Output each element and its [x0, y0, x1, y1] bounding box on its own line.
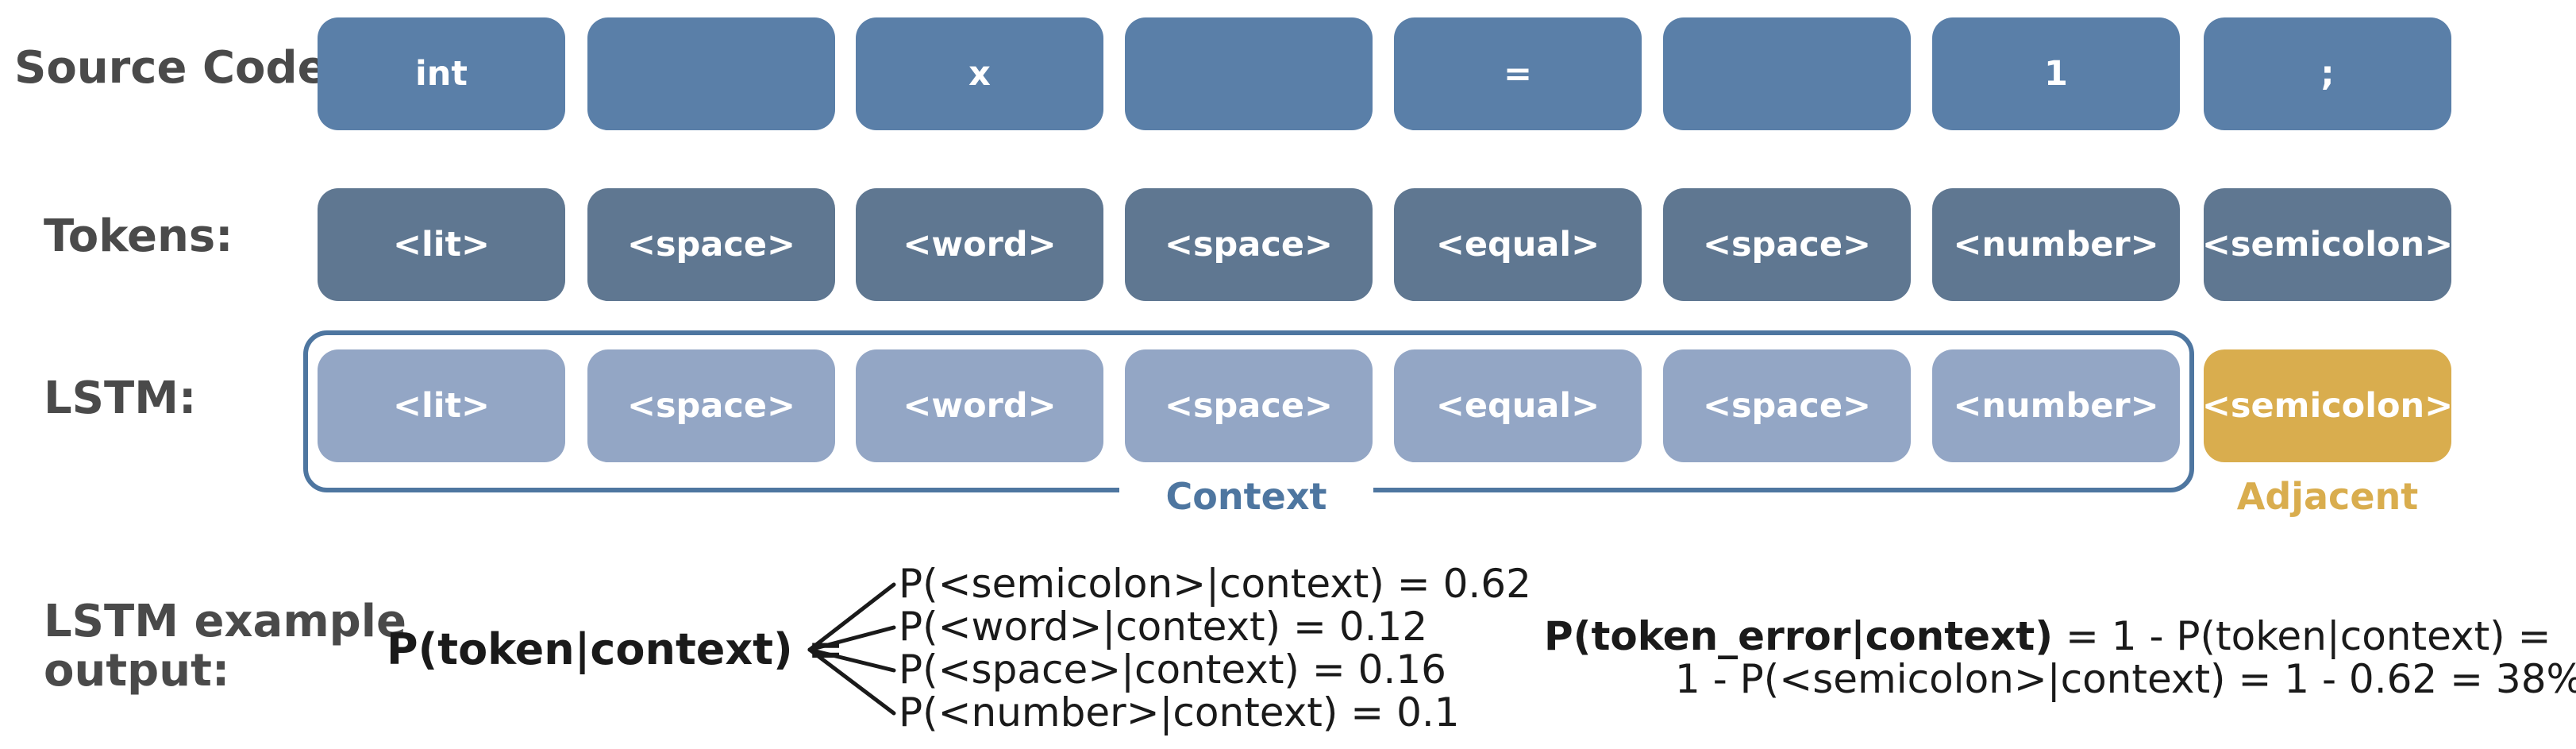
- token-box: <space>: [587, 188, 835, 301]
- token-box: <equal>: [1394, 188, 1642, 301]
- lstm-context-box: <lit>: [318, 349, 565, 462]
- context-caption: Context: [1165, 475, 1327, 518]
- probability-item: P(<semicolon>|context) = 0.62: [899, 561, 1531, 607]
- lstm-context-box: <equal>: [1394, 349, 1642, 462]
- source-token-box: ;: [2204, 17, 2451, 130]
- lstm-context-box: <word>: [856, 349, 1103, 462]
- lstm-context-box: <space>: [587, 349, 835, 462]
- lstm-context-box: <number>: [1932, 349, 2180, 462]
- fan-line-3: [807, 647, 896, 673]
- context-frame-gap: [1119, 477, 1373, 508]
- source-token-box: [587, 17, 835, 130]
- lstm-context-box: <space>: [1125, 349, 1373, 462]
- lstm-context-box: <space>: [1663, 349, 1911, 462]
- source-token-box: [1125, 17, 1373, 130]
- source-token-box: 1: [1932, 17, 2180, 130]
- token-box: <space>: [1663, 188, 1911, 301]
- adjacent-caption: Adjacent: [2236, 475, 2419, 518]
- tokens-label: Tokens:: [44, 210, 233, 262]
- fan-line-1: [807, 582, 896, 652]
- example-output-label-line1: LSTM example: [44, 596, 406, 647]
- probability-item: P(<number>|context) = 0.1: [899, 689, 1460, 735]
- token-box: <space>: [1125, 188, 1373, 301]
- probability-item: P(<word>|context) = 0.12: [899, 604, 1428, 650]
- lstm-adjacent-box: <semicolon>: [2202, 349, 2453, 462]
- fan-line-2: [807, 625, 896, 652]
- source-token-box: =: [1394, 17, 1642, 130]
- error-formula-line1: P(token_error|context) = 1 - P(token|con…: [1544, 613, 2551, 659]
- example-output-label: LSTM example output:: [44, 597, 406, 696]
- example-output-label-line2: output:: [44, 645, 230, 697]
- source-token-box: int: [318, 17, 565, 130]
- error-formula-rest: = 1 - P(token|context) =: [2053, 613, 2551, 659]
- error-formula-term: P(token_error|context): [1544, 613, 2054, 659]
- probability-item: P(<space>|context) = 0.16: [899, 647, 1446, 693]
- lstm-label: LSTM:: [44, 373, 197, 424]
- token-box: <word>: [856, 188, 1103, 301]
- error-formula-line2: 1 - P(<semicolon>|context) = 1 - 0.62 = …: [1675, 656, 2576, 702]
- token-box: <semicolon>: [2202, 188, 2453, 301]
- fan-line-4: [807, 647, 896, 716]
- p-token-context: P(token|context) =: [387, 624, 844, 674]
- source-code-label: Source Code:: [14, 42, 345, 94]
- token-box: <number>: [1932, 188, 2180, 301]
- probability-fan-lines: [807, 582, 896, 716]
- source-token-box: [1663, 17, 1911, 130]
- token-box: <lit>: [318, 188, 565, 301]
- source-token-box: x: [856, 17, 1103, 130]
